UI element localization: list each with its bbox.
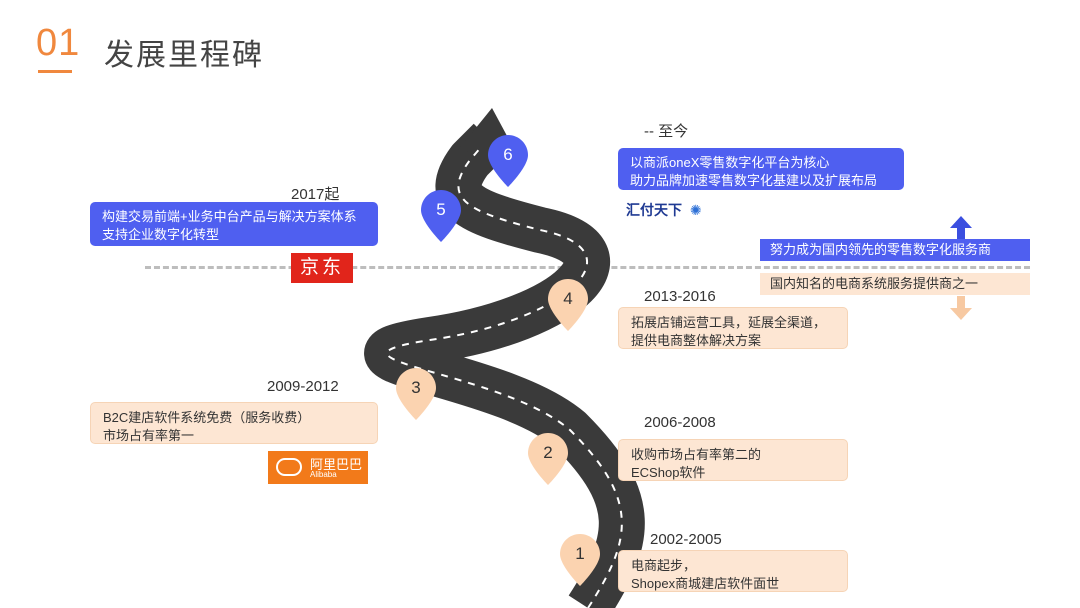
- milestone-6-year: -- 至今: [644, 123, 689, 140]
- milestone-2-line-1: 收购市场占有率第二的: [631, 447, 762, 462]
- milestone-2-line-2: ECShop软件: [631, 465, 706, 480]
- pin-number: 5: [436, 200, 446, 219]
- pin-number: 4: [563, 289, 573, 308]
- page-title: 发展里程碑: [104, 39, 264, 72]
- milestone-5-box: 构建交易前端+业务中台产品与解决方案体系 支持企业数字化转型: [90, 202, 378, 246]
- pin-number: 1: [575, 544, 585, 563]
- milestone-6-line-2: 助力品牌加速零售数字化基建以及扩展布局: [630, 173, 878, 188]
- milestone-6-line-1: 以商派oneX零售数字化平台为核心: [630, 155, 830, 170]
- milestone-1-box: 电商起步， Shopex商城建店软件面世: [618, 550, 848, 592]
- milestone-3-box: B2C建店软件系统免费（服务收费） 市场占有率第一: [90, 402, 378, 444]
- milestone-1-line-2: Shopex商城建店软件面世: [631, 576, 780, 591]
- milestone-2-box: 收购市场占有率第二的 ECShop软件: [618, 439, 848, 481]
- milestone-3-line-2: 市场占有率第一: [103, 428, 195, 443]
- jd-logo: 京东: [291, 253, 353, 283]
- arrow-down-icon: [950, 296, 972, 320]
- section-underline: [38, 70, 72, 73]
- pin-number: 3: [411, 378, 421, 397]
- pin-number: 2: [543, 443, 553, 462]
- milestone-5-year: 2017起: [291, 186, 340, 203]
- milestone-2-year: 2006-2008: [644, 414, 716, 431]
- road-center-line: [386, 145, 623, 608]
- huifu-logo-text: 汇付天下: [626, 202, 682, 218]
- huifu-mark-icon: ✺: [689, 202, 702, 218]
- pin-number: 6: [503, 145, 513, 164]
- alibaba-smile-icon: [276, 458, 302, 476]
- alibaba-logo-cn: 阿里巴巴: [310, 457, 363, 472]
- milestone-4-line-2: 提供电商整体解决方案: [631, 333, 762, 348]
- milestone-6-box: 以商派oneX零售数字化平台为核心 助力品牌加速零售数字化基建以及扩展布局: [618, 148, 904, 190]
- milestone-5-line-2: 支持企业数字化转型: [102, 227, 220, 242]
- huifu-logo: 汇付天下 ✺: [626, 200, 702, 220]
- milestone-4-year: 2013-2016: [644, 288, 716, 305]
- milestone-pin-5: 5: [421, 190, 461, 242]
- milestone-1-line-1: 电商起步，: [631, 558, 697, 573]
- milestone-5-line-1: 构建交易前端+业务中台产品与解决方案体系: [102, 209, 357, 224]
- milestone-3-line-1: B2C建店软件系统免费（服务收费）: [103, 410, 311, 425]
- milestone-4-box: 拓展店铺运营工具，延展全渠道， 提供电商整体解决方案: [618, 307, 848, 349]
- alibaba-logo: 阿里巴巴 Alibaba: [268, 451, 368, 484]
- milestone-pin-6: 6: [488, 135, 528, 187]
- strategy-up-label: 努力成为国内领先的零售数字化服务商: [760, 239, 1030, 261]
- strategy-down-label: 国内知名的电商系统服务提供商之一: [760, 273, 1030, 295]
- alibaba-logo-en: Alibaba: [310, 470, 337, 479]
- milestone-3-year: 2009-2012: [267, 378, 339, 395]
- milestone-1-year: 2002-2005: [650, 531, 722, 548]
- arrow-up-icon: [950, 216, 972, 240]
- milestone-pin-4: 4: [548, 279, 588, 331]
- milestone-4-line-1: 拓展店铺运营工具，延展全渠道，: [631, 315, 827, 330]
- section-number: 01: [36, 22, 81, 64]
- milestone-pin-1: 1: [560, 534, 600, 586]
- milestone-pin-3: 3: [396, 368, 436, 420]
- milestone-pin-2: 2: [528, 433, 568, 485]
